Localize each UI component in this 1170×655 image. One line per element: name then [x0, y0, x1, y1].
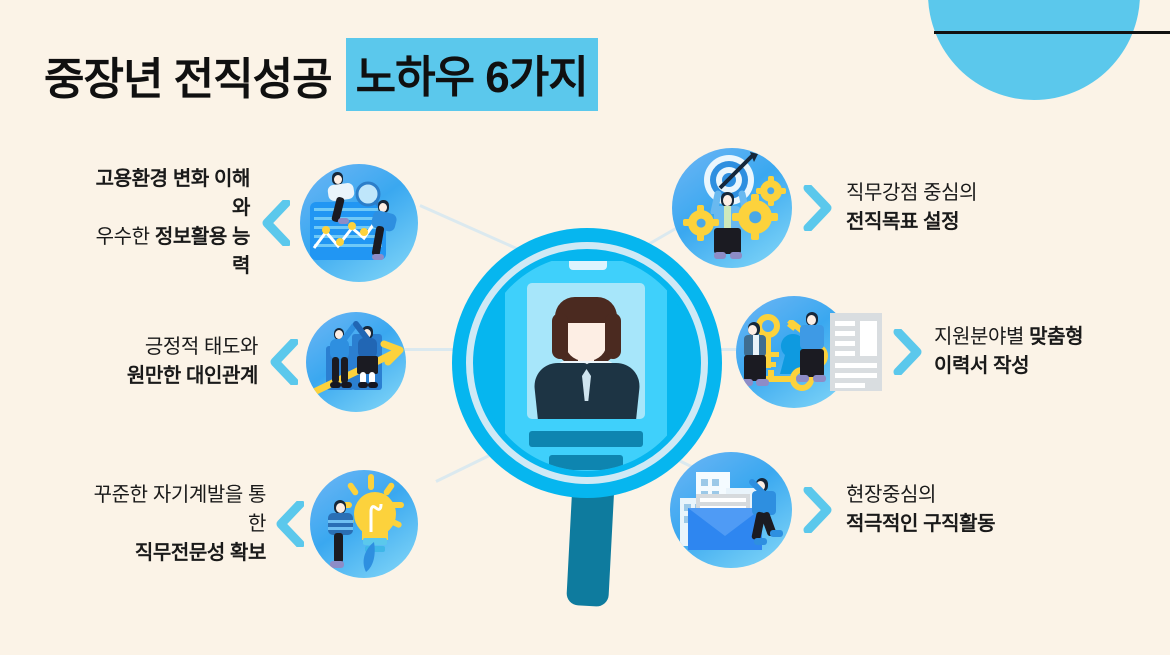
item-line2-bold: 원만한 대인관계 [126, 365, 259, 387]
item-right-top: 직무강점 중심의 전직목표 설정 [672, 148, 1092, 268]
item-line2-bold: 정보활용 능력 [154, 226, 251, 277]
item-line1-bold: 고용환경 변화 이해와 [95, 168, 251, 219]
item-right-bottom: 현장중심의 적극적인 구직활동 [670, 452, 1090, 568]
item-label: 직무강점 중심의 전직목표 설정 [846, 179, 1066, 237]
chevron-left-icon [260, 200, 290, 246]
item-line1-bold: 맞춤형 [1029, 326, 1084, 348]
item-line2-regular: 우수한 [95, 226, 155, 248]
decorative-circle [928, 0, 1140, 100]
chevron-left-icon [268, 339, 298, 385]
item-label: 꾸준한 자기계발을 통한 직무전문성 확보 [78, 481, 267, 568]
item-line2-bold: 전직목표 설정 [846, 211, 960, 233]
gear-icon [756, 176, 786, 206]
gear-icon [683, 205, 719, 241]
envelope-buildings-icon [670, 452, 792, 568]
connector-line [392, 348, 500, 351]
chevron-right-icon [802, 487, 832, 533]
center-magnifier-graphic [452, 228, 722, 628]
item-left-top: 고용환경 변화 이해와 우수한 정보활용 능력 [78, 164, 418, 282]
item-label: 고용환경 변화 이해와 우수한 정보활용 능력 [78, 165, 251, 281]
connector-line [672, 348, 784, 351]
item-label: 현장중심의 적극적인 구직활동 [846, 481, 1066, 539]
item-right-middle: 지원분야별 맞춤형 이력서 작성 [736, 296, 1136, 408]
item-label: 긍정적 태도와 원만한 대인관계 [98, 333, 259, 391]
resume-document-icon [830, 313, 882, 391]
item-left-bottom: 꾸준한 자기계발을 통한 직무전문성 확보 [78, 470, 418, 578]
data-analysis-chart-icon [300, 164, 418, 282]
item-line2-bold: 직무전문성 확보 [134, 541, 267, 564]
teamwork-highfive-icon [306, 312, 406, 412]
chevron-right-icon [802, 185, 832, 231]
item-line1-regular: 직무강점 중심의 [846, 182, 978, 204]
item-line1-regular: 긍정적 태도와 [144, 336, 259, 358]
item-left-middle: 긍정적 태도와 원만한 대인관계 [98, 312, 408, 412]
item-label: 지원분야별 맞춤형 이력서 작성 [934, 323, 1134, 381]
target-gears-icon [672, 148, 792, 268]
title-plain-text: 중장년 전직성공 [44, 54, 333, 104]
decorative-rule [934, 31, 1170, 34]
title-highlighted-text: 노하우 6가지 [345, 38, 598, 111]
item-line1-regular: 꾸준한 자기계발을 통한 [93, 483, 267, 535]
gear-icon [732, 194, 778, 240]
page-title: 중장년 전직성공 노하우 6가지 [44, 38, 598, 111]
item-line1-regular: 현장중심의 [846, 484, 936, 506]
magnifier-inner-ring [466, 242, 708, 484]
item-line2-bold: 이력서 작성 [934, 355, 1030, 377]
item-line1-regular: 지원분야별 [934, 326, 1030, 348]
item-line2-bold: 적극적인 구직활동 [846, 513, 996, 535]
chevron-right-icon [892, 329, 922, 375]
chevron-left-icon [274, 501, 304, 547]
lightbulb-idea-icon [310, 470, 418, 578]
